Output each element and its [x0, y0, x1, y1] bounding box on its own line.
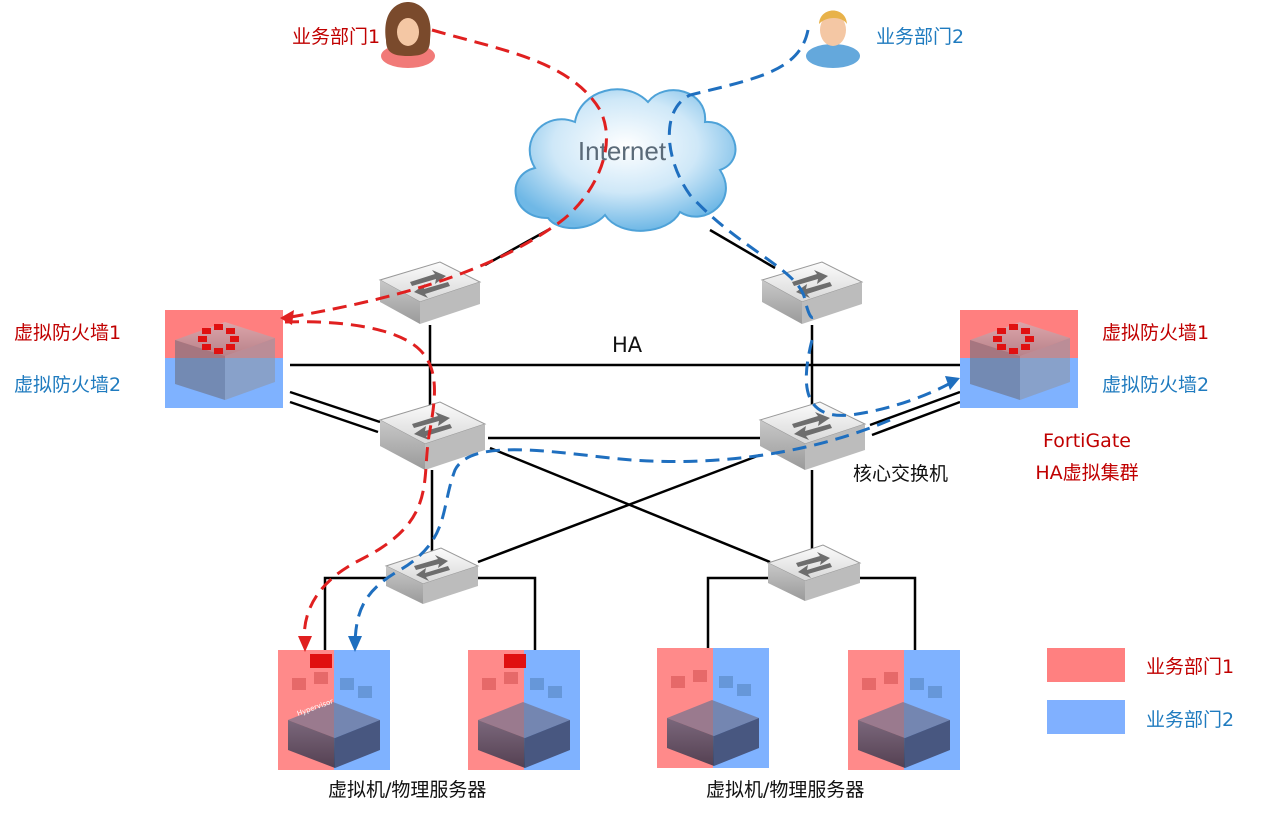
- link-fw-right-core-right-a: [869, 390, 961, 427]
- dept1-traffic-path: [284, 28, 608, 649]
- dept2-arrow-server: [348, 636, 362, 652]
- dept2-traffic-path: [353, 29, 957, 649]
- switch-lower-left-icon: [384, 547, 480, 604]
- server-2-icon: [468, 650, 580, 770]
- link-server-1: [323, 576, 388, 650]
- link-fw-left-core-left-a: [289, 390, 381, 424]
- link-cloud-switch-left: [484, 228, 549, 267]
- server-group-2-label: 虚拟机/物理服务器: [706, 779, 865, 801]
- dept1-arrow-server: [298, 636, 312, 652]
- firewall-right-icon: [960, 310, 1078, 408]
- legend-swatch-dept1: [1047, 648, 1125, 682]
- physical-links: [289, 228, 961, 650]
- internet-label: Internet: [578, 136, 667, 166]
- link-fw-right-core-right-b: [871, 400, 961, 437]
- switch-upper-right-icon: [760, 261, 864, 324]
- legend-dept2-label: 业务部门2: [1146, 709, 1235, 731]
- link-fw-left-core-left-b: [289, 400, 379, 434]
- cluster-label-line1: FortiGate: [1043, 430, 1131, 452]
- dept1-arrow-firewall: [280, 310, 294, 325]
- server-group-2: [657, 648, 960, 770]
- internet-cloud-icon: Internet: [514, 88, 737, 232]
- link-server-4: [860, 576, 917, 650]
- legend-dept1-label: 业务部门1: [1146, 656, 1235, 678]
- user-dept2-label: 业务部门2: [876, 26, 965, 48]
- link-cross-2: [477, 453, 761, 564]
- cluster-label-line2: HA虚拟集群: [1035, 462, 1139, 484]
- server-1-icon: Hypervisor: [278, 650, 390, 770]
- switch-lower-right-icon: [766, 544, 862, 601]
- legend-swatch-dept2: [1047, 700, 1125, 734]
- link-server-3: [706, 576, 770, 650]
- firewall-left-vfw2-label: 虚拟防火墙2: [14, 374, 122, 396]
- server-group-1-label: 虚拟机/物理服务器: [328, 779, 487, 801]
- link-cloud-switch-right: [709, 228, 776, 270]
- link-server-2: [476, 576, 537, 650]
- firewall-left-vfw1-label: 虚拟防火墙1: [14, 322, 122, 344]
- user-female-icon: [381, 2, 435, 68]
- user-male-icon: [806, 10, 860, 68]
- firewall-right-vfw2-label: 虚拟防火墙2: [1102, 374, 1210, 396]
- ha-label: HA: [612, 333, 643, 357]
- core-switch-left-icon: [378, 401, 487, 470]
- core-switch-right-icon: [758, 401, 867, 470]
- firewall-right-vfw1-label: 虚拟防火墙1: [1102, 322, 1210, 344]
- core-switch-label: 核心交换机: [853, 463, 949, 485]
- user-dept1-label: 业务部门1: [292, 26, 381, 48]
- server-3-icon: [657, 648, 769, 768]
- firewall-left-icon: [165, 310, 283, 408]
- server-group-1: Hypervisor: [278, 650, 580, 770]
- dept2-arrow-firewall: [945, 376, 960, 390]
- server-4-icon: [848, 650, 960, 770]
